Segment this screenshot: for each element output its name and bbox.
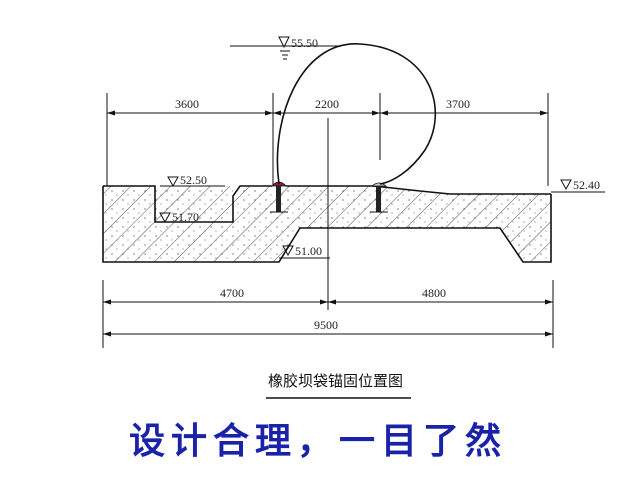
diagram-caption: 橡胶坝袋锚固位置图 (266, 372, 411, 399)
svg-text:橡胶坝袋锚固位置图: 橡胶坝袋锚固位置图 (268, 372, 403, 390)
elevation-right-crest: 52.40 (551, 178, 605, 193)
water-level-label: 55.50 (291, 36, 318, 50)
elevation-base: 51.00 (279, 244, 330, 259)
dim-bottom-right: 4800 (422, 286, 446, 300)
slogan-text: 设计合理，一目了然 (129, 420, 507, 462)
bottom-dimension-chain: 4700 4800 9500 (102, 280, 554, 348)
svg-text:51.00: 51.00 (295, 244, 322, 258)
elevation-left-crest: 52.50 (160, 173, 225, 188)
elevation-left-pit: 51.70 (155, 210, 225, 224)
svg-text:51.70: 51.70 (172, 210, 199, 224)
dim-top-left: 3600 (175, 97, 199, 111)
dam-outline (102, 185, 552, 263)
rubber-bag (276, 43, 437, 185)
svg-text:52.40: 52.40 (573, 178, 600, 192)
water-level-marker: 55.50 (230, 36, 340, 60)
dim-top-mid: 2200 (315, 97, 339, 111)
top-dimension-chain: 3600 2200 3700 (106, 93, 549, 186)
dim-bottom-left: 4700 (220, 286, 244, 300)
dim-top-right: 3700 (446, 97, 470, 111)
dam-body (103, 186, 551, 262)
svg-text:52.50: 52.50 (180, 173, 207, 187)
dim-total: 9500 (314, 318, 338, 332)
